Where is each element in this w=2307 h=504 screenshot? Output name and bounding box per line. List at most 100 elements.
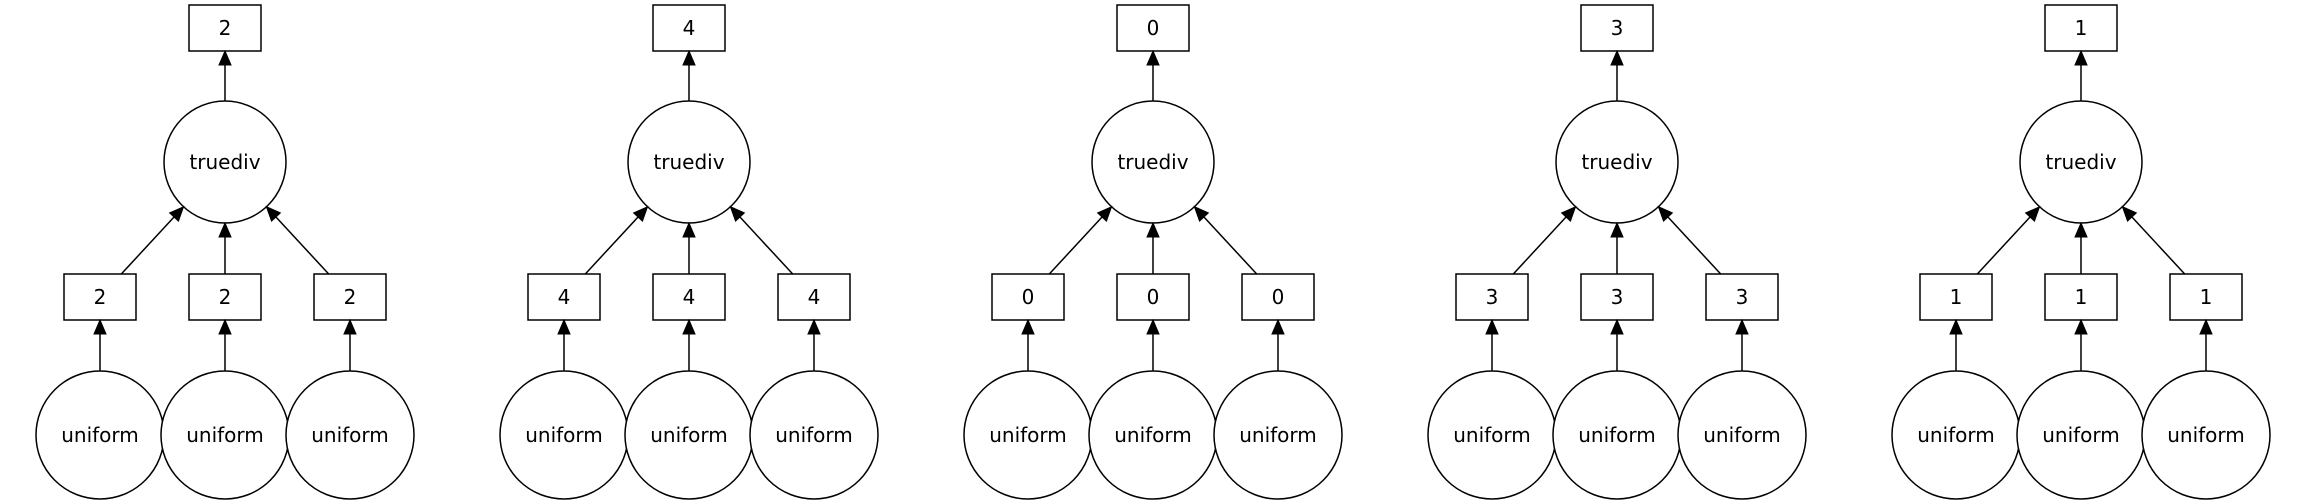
arrowhead [2199, 318, 2213, 335]
uniform-node: uniform [963, 370, 1093, 500]
edge-uniform-to-chunk [1485, 318, 1499, 371]
chunk-node: 1 [1919, 273, 1993, 321]
edge-uniform-to-chunk [682, 318, 696, 371]
uniform-label: uniform [1917, 423, 1995, 447]
uniform-label: uniform [1703, 423, 1781, 447]
output-box [652, 4, 726, 52]
truediv-label: truediv [2045, 150, 2116, 174]
edge-chunk-to-truediv [2121, 205, 2186, 275]
arrowhead [1735, 318, 1749, 335]
uniform-label: uniform [775, 423, 853, 447]
uniform-label: uniform [2167, 423, 2245, 447]
arrowhead [2074, 49, 2088, 66]
edge-chunk-to-truediv [1193, 205, 1258, 275]
chunk-node: 4 [652, 273, 726, 321]
output-box [1116, 4, 1190, 52]
chunk-node: 0 [1116, 273, 1190, 321]
edge-uniform-to-chunk [1271, 318, 1285, 371]
edge-chunk-to-truediv [584, 205, 649, 275]
arrowhead [1271, 318, 1285, 335]
arrowhead [168, 205, 185, 222]
arrowhead [807, 318, 821, 335]
arrowhead [1146, 49, 1160, 66]
truediv-label: truediv [1117, 150, 1188, 174]
uniform-label: uniform [186, 423, 264, 447]
edge-chunk-to-truediv [1048, 205, 1113, 275]
chunk-box [991, 273, 1065, 321]
edge-chunk-to-truediv [1610, 221, 1624, 274]
uniform-label: uniform [1578, 423, 1656, 447]
edge-chunk-to-truediv [1512, 205, 1577, 275]
edge-line [1512, 216, 1567, 275]
chunk-node: 2 [63, 273, 137, 321]
output-node: 0 [1116, 4, 1190, 52]
edge-chunk-to-truediv [1657, 205, 1722, 275]
uniform-label: uniform [525, 423, 603, 447]
edge-chunk-to-truediv [2074, 221, 2088, 274]
chunk-label: 3 [1486, 285, 1499, 309]
edge-uniform-to-chunk [1735, 318, 1749, 371]
task-graph-4: 1 truediv 1 uniform 1 uniform 1 uniform [1891, 4, 2271, 500]
uniform-label: uniform [1114, 423, 1192, 447]
edge-chunk-to-truediv [682, 221, 696, 274]
arrowhead [1610, 221, 1624, 238]
arrowhead [682, 49, 696, 66]
output-node: 3 [1580, 4, 1654, 52]
edge-chunk-to-truediv [729, 205, 794, 275]
truediv-label: truediv [189, 150, 260, 174]
arrowhead [343, 318, 357, 335]
arrowhead [1657, 205, 1674, 222]
edge-line [1203, 216, 1258, 275]
edge-chunk-to-truediv [120, 205, 185, 275]
edge-uniform-to-chunk [2074, 318, 2088, 371]
chunk-node: 1 [2044, 273, 2118, 321]
edge-chunk-to-truediv [265, 205, 330, 275]
uniform-node: uniform [499, 370, 629, 500]
chunk-node: 4 [527, 273, 601, 321]
edge-uniform-to-chunk [343, 318, 357, 372]
uniform-node: uniform [1088, 370, 1218, 500]
uniform-node: uniform [624, 370, 754, 500]
uniform-node: uniform [1677, 370, 1807, 500]
output-label: 0 [1147, 16, 1160, 40]
uniform-label: uniform [2042, 423, 2120, 447]
edge-uniform-to-chunk [218, 318, 232, 371]
edge-uniform-to-chunk [1146, 318, 1160, 371]
edge-chunk-to-truediv [1976, 205, 2041, 275]
uniform-node: uniform [2141, 370, 2271, 500]
chunk-label: 1 [2200, 285, 2213, 309]
chunk-node: 3 [1705, 273, 1779, 321]
output-box [1580, 4, 1654, 52]
chunk-node: 3 [1580, 273, 1654, 321]
arrowhead [632, 205, 649, 222]
arrowhead [1096, 205, 1113, 222]
edge-truediv-to-output [1610, 49, 1624, 101]
chunk-box [313, 273, 387, 321]
truediv-label: truediv [653, 150, 724, 174]
arrowhead [2074, 221, 2088, 238]
arrowhead [729, 205, 746, 222]
arrowhead [218, 221, 232, 238]
arrowhead [2074, 318, 2088, 335]
uniform-label: uniform [1239, 423, 1317, 447]
edge-uniform-to-chunk [1610, 318, 1624, 371]
uniform-node: uniform [160, 370, 290, 500]
edge-truediv-to-output [682, 49, 696, 101]
arrowhead [682, 318, 696, 335]
arrowhead [218, 318, 232, 335]
edge-truediv-to-output [218, 49, 232, 101]
uniform-node: uniform [35, 370, 165, 500]
output-box [2044, 4, 2118, 52]
arrowhead [1146, 318, 1160, 335]
chunk-label: 4 [808, 285, 821, 309]
chunk-node: 2 [188, 273, 262, 321]
chunk-node: 2 [313, 273, 387, 321]
edge-uniform-to-chunk [2199, 318, 2213, 371]
chunk-label: 2 [219, 285, 232, 309]
output-node: 1 [2044, 4, 2118, 52]
uniform-label: uniform [61, 423, 139, 447]
chunk-label: 1 [1950, 285, 1963, 309]
arrowhead [1485, 318, 1499, 335]
